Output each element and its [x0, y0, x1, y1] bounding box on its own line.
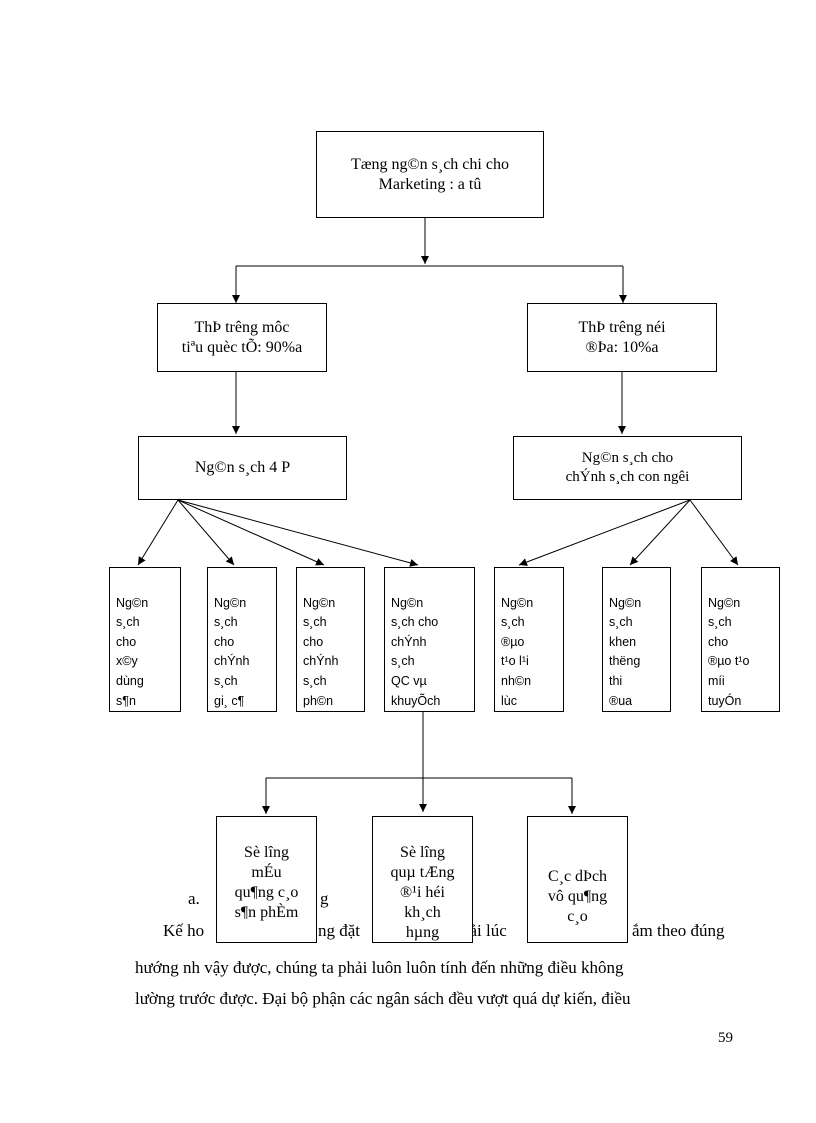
budget-4p-label: Ng©n s¸ch 4 P — [194, 459, 291, 476]
human-policy-label: Ng©n s¸ch cho chÝnh s¸ch con ng­êi — [565, 449, 690, 486]
international-market-label: ThÞ tr­êng môc tiªu quèc tÕ: 90%a — [181, 318, 303, 356]
international-market-box: ThÞ tr­êng môc tiªu quèc tÕ: 90%a — [157, 303, 327, 372]
leaf-reward-budget: Ng©n s¸ch khen th­ëng thi ®ua — [602, 567, 671, 712]
ad-services-label: C¸c dÞch vô qu¶ng c¸o — [547, 868, 608, 925]
leaf-advertising-budget: Ng©n s¸ch cho chÝnh s¸ch QC vµ khuyÕch t… — [384, 567, 475, 712]
paragraph-line-1d: ắm theo đúng — [632, 921, 725, 940]
customer-gift-count-box: Sè l­îng quµ tÆng ®¹i héi kh¸ch hµng — [372, 816, 473, 943]
leaf-advertising-label: Ng©n s¸ch cho chÝnh s¸ch QC vµ khuyÕch t… — [391, 595, 441, 708]
root-budget-box: Tæng ng©n s¸ch chi cho Marketing : a tû — [316, 131, 544, 218]
human-policy-box: Ng©n s¸ch cho chÝnh s¸ch con ng­êi — [513, 436, 742, 500]
leaf-distribution-label: Ng©n s¸ch cho chÝnh s¸ch ph©n phèi — [303, 595, 339, 708]
paragraph-line-1b: ng đặt — [318, 921, 361, 940]
leaf-distribution-budget: Ng©n s¸ch cho chÝnh s¸ch ph©n phèi — [296, 567, 365, 712]
leaf-price-budget: Ng©n s¸ch cho chÝnh s¸ch gi¸ c¶ — [207, 567, 277, 712]
domestic-market-box: ThÞ tr­êng néi ®Þa: 10%a — [527, 303, 717, 372]
section-heading-number: a. — [188, 889, 200, 908]
section-heading-end: g — [320, 889, 329, 908]
leaf-product-label: Ng©n s¸ch cho x©y dùng s¶n phÈm — [116, 595, 149, 708]
ad-services-box: C¸c dÞch vô qu¶ng c¸o — [527, 816, 628, 943]
leaf-reward-label: Ng©n s¸ch khen th­ëng thi ®ua — [609, 595, 642, 708]
leaf-new-hiring-label: Ng©n s¸ch cho ®µo t¹o míi tuyÓn nh©n — [708, 595, 750, 708]
root-budget-label: Tæng ng©n s¸ch chi cho Marketing : a tû — [351, 155, 509, 193]
ad-sample-count-label: Sè l­îng mÉu qu¶ng c¸o s¶n phÈm — [234, 844, 299, 921]
page-number: 59 — [718, 1030, 733, 1046]
paragraph-line-1a: Kế ho — [163, 921, 205, 940]
ad-sample-count-box: Sè l­îng mÉu qu¶ng c¸o s¶n phÈm — [216, 816, 317, 943]
domestic-market-label: ThÞ tr­êng néi ®Þa: 10%a — [578, 318, 666, 356]
paragraph-line-2: hướng nh vậy được, chúng ta phải luôn lu… — [135, 958, 624, 977]
leaf-new-hiring-budget: Ng©n s¸ch cho ®µo t¹o míi tuyÓn nh©n — [701, 567, 780, 712]
budget-4p-box: Ng©n s¸ch 4 P — [138, 436, 347, 500]
leaf-retraining-budget: Ng©n s¸ch ®µo t¹o l¹i nh©n lùc — [494, 567, 564, 712]
customer-gift-count-label: Sè l­îng quµ tÆng ®¹i héi kh¸ch hµng — [390, 844, 455, 941]
leaf-product-budget: Ng©n s¸ch cho x©y dùng s¶n phÈm — [109, 567, 181, 712]
leaf-price-label: Ng©n s¸ch cho chÝnh s¸ch gi¸ c¶ — [214, 595, 250, 708]
leaf-retraining-label: Ng©n s¸ch ®µo t¹o l¹i nh©n lùc — [501, 595, 534, 708]
paragraph-line-3: lường trước được. Đại bộ phận các ngân s… — [135, 989, 631, 1008]
